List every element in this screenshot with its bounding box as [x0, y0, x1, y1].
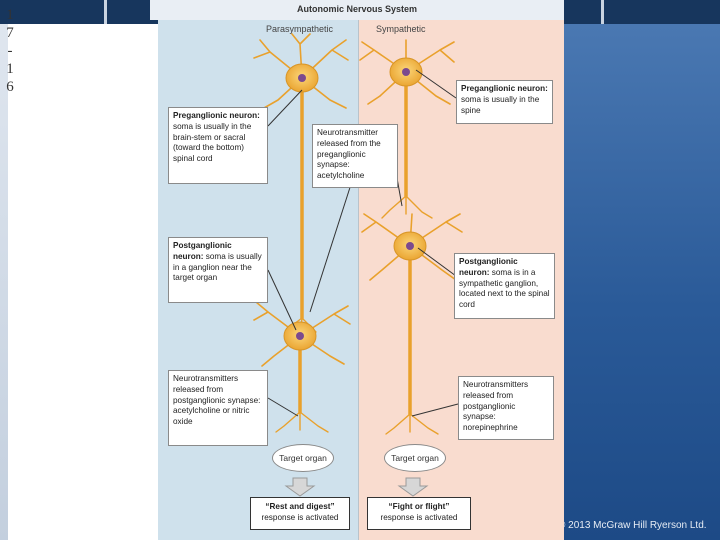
target-organ-sympathetic: Target organ	[384, 444, 446, 472]
slide-number-char: 7	[6, 25, 14, 41]
label-text: Neurotransmitters released from postgang…	[463, 380, 529, 433]
figure-title-bar	[150, 0, 564, 20]
autonomic-nervous-system-figure: Autonomic Nervous System Parasympathetic…	[150, 0, 564, 540]
response-title: “Fight or flight”	[388, 502, 450, 511]
column-heading-sympathetic: Sympathetic	[376, 24, 426, 34]
neuron-somas	[283, 57, 427, 351]
symp-preganglionic-neuron	[359, 39, 455, 219]
symp-neurotransmitter-label: Neurotransmitters released from postgang…	[458, 376, 554, 440]
para-neurotransmitter-label: Neurotransmitters released from postgang…	[168, 370, 268, 446]
neuron-illustration	[253, 33, 463, 497]
symp-preganglionic-label: Preganglionic neuron: soma is usually in…	[456, 80, 553, 124]
left-background-strip	[0, 24, 8, 540]
top-banner-gap	[104, 0, 107, 24]
column-heading-parasympathetic: Parasympathetic	[266, 24, 334, 34]
fight-or-flight-box: “Fight or flight” response is activated	[367, 497, 471, 530]
label-text: soma is in a sympathetic ganglion, locat…	[459, 267, 550, 310]
symp-postganglionic-neuron	[361, 213, 463, 435]
response-title: “Rest and digest”	[265, 502, 335, 511]
para-preganglionic-label: Preganglionic neuron: soma is usually in…	[168, 107, 268, 184]
top-banner-right	[604, 0, 720, 24]
label-text: soma is usually in the spine	[461, 94, 540, 115]
figure-title: Autonomic Nervous System	[296, 4, 418, 14]
slide-number-char: 6	[6, 79, 14, 95]
neurotransmitter-preganglionic-label: Neurotransmitter released from the prega…	[312, 124, 398, 188]
label-text: soma is usually in a ganglion near the t…	[173, 251, 262, 283]
label-text: soma is usually in the brain-stem or sac…	[173, 121, 252, 164]
panel-divider	[358, 20, 359, 540]
para-postganglionic-label: Postganglionic neuron: soma is usually i…	[168, 237, 268, 303]
label-bold: Postganglionic neuron:	[173, 241, 232, 261]
symp-postganglionic-label: Postganglionic neuron: soma is in a symp…	[454, 253, 555, 319]
label-bold: Postganglionic neuron:	[459, 257, 518, 277]
label-bold: Preganglionic neuron:	[173, 111, 260, 120]
label-bold: Preganglionic neuron:	[461, 84, 548, 93]
label-text: Neurotransmitters released from postgang…	[173, 374, 261, 427]
slide-number-char: 1	[6, 7, 14, 23]
copyright-text: © 2013 McGraw Hill Ryerson Ltd.	[558, 520, 707, 531]
top-banner-gap	[601, 0, 604, 24]
slide-number-char: 1	[6, 61, 14, 77]
top-banner-left	[0, 0, 104, 24]
right-background-panel	[564, 24, 720, 540]
slide-number: 1 7 - 1 6	[4, 6, 16, 96]
rest-and-digest-box: “Rest and digest” response is activated	[250, 497, 350, 530]
leader-lines	[267, 69, 459, 417]
response-arrows	[284, 477, 429, 497]
target-organ-parasympathetic: Target organ	[272, 444, 334, 472]
response-text: response is activated	[380, 513, 458, 522]
response-text: response is activated	[261, 513, 339, 522]
label-text: Neurotransmitter released from the prega…	[317, 128, 381, 181]
slide-number-char: -	[7, 43, 13, 59]
